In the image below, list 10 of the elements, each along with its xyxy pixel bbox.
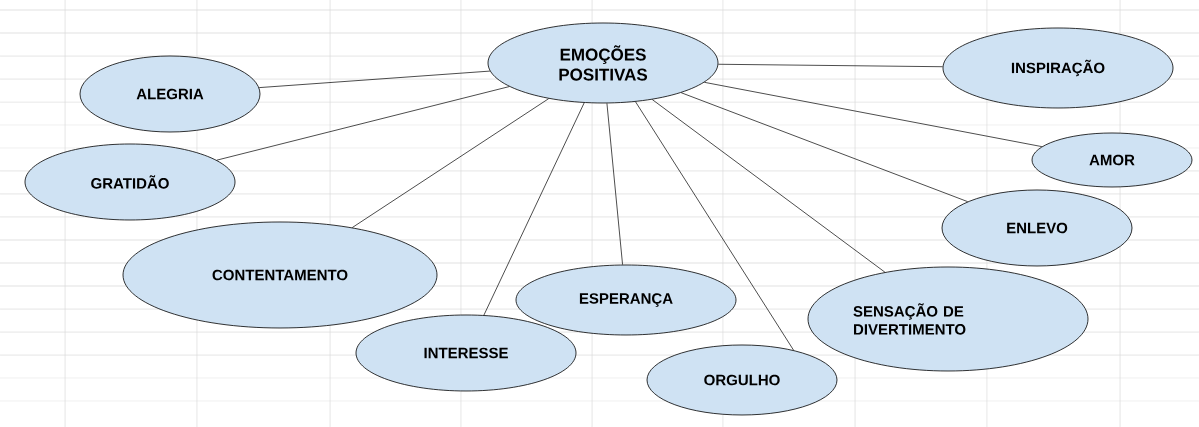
connector-line	[216, 86, 510, 161]
connector-line	[483, 102, 585, 316]
connector-line	[351, 98, 550, 228]
connector-line	[635, 101, 794, 351]
connector-line	[704, 81, 1043, 147]
connector-line	[258, 70, 491, 88]
connector-line	[606, 103, 623, 265]
connector-line	[718, 63, 943, 68]
connector-line	[680, 92, 968, 202]
connector-line	[651, 99, 886, 273]
